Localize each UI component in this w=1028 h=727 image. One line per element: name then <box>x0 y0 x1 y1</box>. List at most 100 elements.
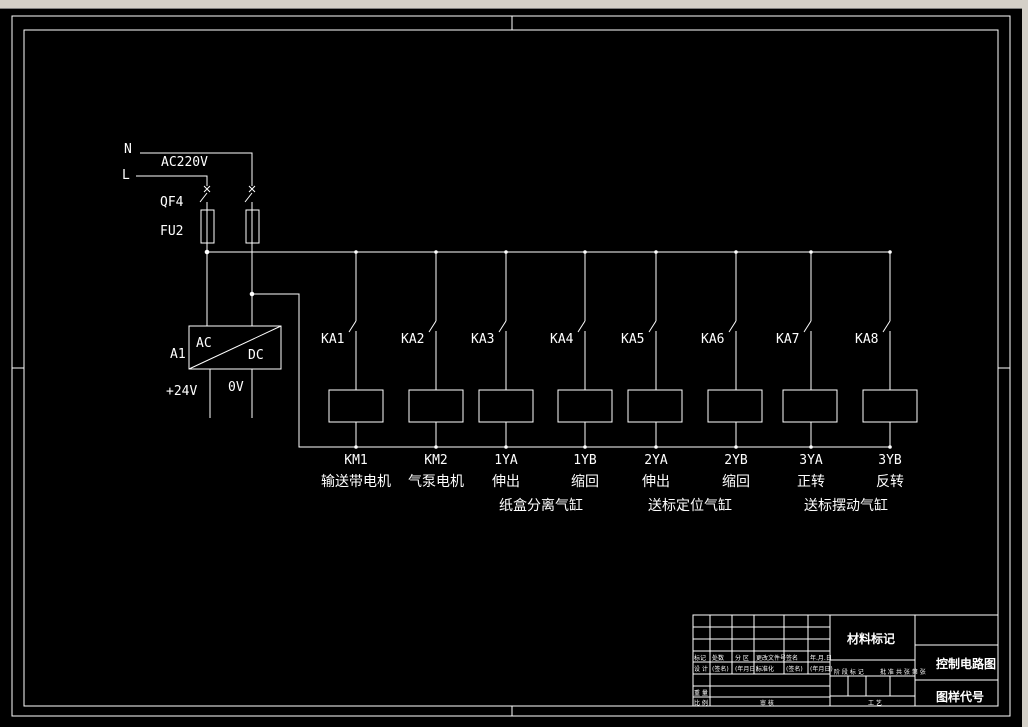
voltage-label: AC220V <box>161 155 208 170</box>
load-desc-3: 伸出 <box>492 474 520 490</box>
group-label-1: 纸盒分离气缸 <box>499 497 583 514</box>
psu-ref-label: A1 <box>170 347 186 362</box>
psu-dc-label: DC <box>248 348 264 363</box>
title-block-small-text: 标记处数分 区更改文件号签名年.月.日设 计(签名)(年月日)标准化(签名)(年… <box>694 654 926 707</box>
relay-label-2: KA2 <box>401 332 424 347</box>
psu-plus-label: +24V <box>166 384 197 399</box>
psu-ac-label: AC <box>196 336 212 351</box>
tb-cell-text-8: (签名) <box>712 665 729 673</box>
tb-drawing-title: 控制电路图 <box>936 656 996 671</box>
breaker-mark-n <box>248 185 256 193</box>
load-coil-1 <box>328 389 384 423</box>
load-desc-1: 输送带电机 <box>321 474 391 490</box>
relay-contact-3 <box>498 320 507 333</box>
inner-frame <box>23 29 999 707</box>
supply-section: N L AC220V QF4 FU2 <box>122 142 260 326</box>
n-wire <box>140 152 253 186</box>
tb-material-label: 材料标记 <box>846 631 895 646</box>
relay-contact-5 <box>648 320 657 333</box>
return-junction <box>249 291 255 297</box>
tb-cell-text-13: 阶 段 标 记 <box>834 668 864 676</box>
load-code-8: 3YB <box>878 453 902 468</box>
load-desc-8: 反转 <box>876 474 904 490</box>
relay-label-3: KA3 <box>471 332 494 347</box>
psu-box <box>188 325 282 370</box>
tb-cell-text-11: (签名) <box>786 665 803 673</box>
relay-bus <box>204 249 890 448</box>
psu-zero-label: 0V <box>228 380 244 395</box>
tb-cell-text-1: 标记 <box>694 654 706 662</box>
psu-diagonal <box>188 325 282 370</box>
load-coil-4 <box>557 389 613 423</box>
bus-junction <box>204 249 210 255</box>
tb-cell-text-9: (年月日) <box>735 665 758 673</box>
load-code-1: KM1 <box>344 453 367 468</box>
relay-contact-2 <box>428 320 437 333</box>
load-code-2: KM2 <box>424 453 447 468</box>
return-junction-2 <box>434 445 438 449</box>
relay-label-8: KA8 <box>855 332 878 347</box>
relay-label-6: KA6 <box>701 332 724 347</box>
load-code-3: 1YA <box>494 453 518 468</box>
relay-contact-7 <box>803 320 812 333</box>
tb-cell-text-5: 签名 <box>786 654 798 662</box>
return-junction-1 <box>354 445 358 449</box>
return-junction-4 <box>583 445 587 449</box>
load-code-4: 1YB <box>573 453 597 468</box>
tb-cell-text-7: 设 计 <box>694 665 708 673</box>
breaker-contact-l <box>199 192 208 203</box>
power-supply-module: AC DC A1 +24V 0V <box>166 325 282 418</box>
tb-cell-text-6: 年.月.日 <box>810 654 832 662</box>
return-junction-7 <box>809 445 813 449</box>
load-desc-7: 正转 <box>797 474 825 490</box>
tb-cell-text-16: 审 核 <box>760 699 774 707</box>
relay-label-1: KA1 <box>321 332 344 347</box>
tb-cell-text-10: 标准化 <box>756 665 774 673</box>
tb-cell-text-4: 更改文件号 <box>756 654 786 662</box>
breaker-label: QF4 <box>160 195 184 210</box>
load-coil-7 <box>782 389 838 423</box>
tb-cell-text-14: 重 量 <box>694 689 708 697</box>
tb-cell-text-3: 分 区 <box>735 654 749 662</box>
tb-drawing-code: 图样代号 <box>936 689 984 704</box>
fuse-label: FU2 <box>160 224 183 239</box>
return-junction-6 <box>734 445 738 449</box>
load-code-7: 3YA <box>799 453 823 468</box>
breaker-mark-l <box>203 185 211 193</box>
relay-label-5: KA5 <box>621 332 644 347</box>
relay-label-7: KA7 <box>776 332 799 347</box>
tb-cell-text-18: 批 准 <box>880 668 894 676</box>
tb-cell-text-2: 处数 <box>712 654 724 662</box>
return-junction-3 <box>504 445 508 449</box>
relay-contact-8 <box>882 320 891 333</box>
load-desc-6: 缩回 <box>722 474 750 490</box>
load-desc-2: 气泵电机 <box>408 474 464 490</box>
load-coil-8 <box>862 389 918 423</box>
return-bus-line <box>252 293 890 448</box>
load-code-6: 2YB <box>724 453 748 468</box>
relay-contact-1 <box>348 320 357 333</box>
title-block <box>692 614 999 707</box>
load-desc-4: 缩回 <box>571 474 599 490</box>
tb-cell-text-12: (年月日) <box>810 665 833 673</box>
title-block-frame <box>692 614 999 707</box>
outer-frame <box>11 15 1011 717</box>
window-scrollbar-strip[interactable] <box>1022 8 1028 727</box>
breaker-contact-n <box>244 192 253 203</box>
load-coil-6 <box>707 389 763 423</box>
tb-cell-text-17: 工 艺 <box>868 699 882 707</box>
load-coil-3 <box>478 389 534 423</box>
return-junction-8 <box>888 445 892 449</box>
n-label: N <box>124 142 132 157</box>
l-wire <box>136 175 208 186</box>
load-coil-5 <box>627 389 683 423</box>
group-label-2: 送标定位气缸 <box>648 497 732 514</box>
return-junction-5 <box>654 445 658 449</box>
l-label: L <box>122 168 130 183</box>
tb-cell-text-19: 共 张 第 张 <box>896 668 926 676</box>
window-toolbar-strip <box>0 0 1028 9</box>
relay-label-4: KA4 <box>550 332 574 347</box>
load-desc-5: 伸出 <box>642 474 670 490</box>
load-code-5: 2YA <box>644 453 668 468</box>
